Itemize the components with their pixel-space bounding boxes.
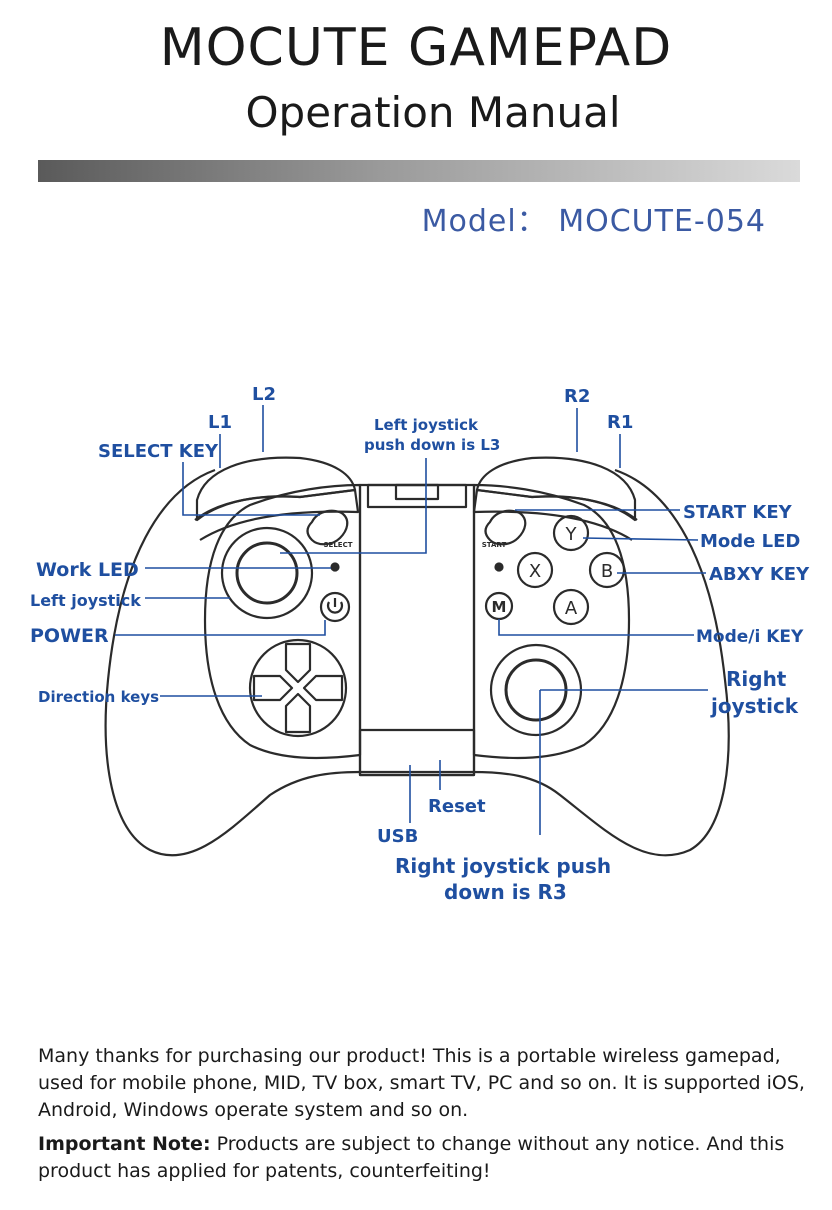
label-l1: L1 (208, 412, 232, 433)
manual-subtitle: Operation Manual (245, 88, 621, 137)
label-r1: R1 (607, 412, 633, 433)
dpad-up (284, 642, 312, 684)
label-mode-led: Mode LED (700, 531, 800, 552)
x-print: X (529, 561, 541, 582)
l1-bumper (194, 488, 360, 541)
m-print: M (492, 598, 507, 616)
label-work-led: Work LED (36, 559, 139, 581)
label-left-joystick: Left joystick (30, 591, 141, 610)
label-right-joystick-line1: Right (726, 667, 787, 691)
note-text: Products are subject to change without a… (38, 1133, 785, 1182)
dpad-right (302, 674, 344, 702)
y-button (552, 514, 590, 552)
label-mode-i-key: Mode/i KEY (696, 627, 804, 647)
model-number: Model： MOCUTE-054 (421, 204, 766, 239)
label-l2: L2 (252, 384, 276, 405)
mode-led-leader (582, 537, 699, 541)
mode-i-leader (498, 619, 694, 636)
label-r3-line2: down is R3 (444, 880, 567, 904)
start-print: START (482, 541, 507, 549)
label-right-joystick-line2: joystick (710, 694, 799, 718)
gamepad-body (104, 468, 730, 857)
important-note: Important Note: Products are subject to … (38, 1131, 818, 1185)
select-print: SELECT (324, 541, 353, 549)
label-reset: Reset (428, 796, 486, 817)
power-icon (326, 598, 344, 614)
left-grip-panel (203, 483, 362, 760)
gamepad-diagram: SELECT START Y X B A M L2 L1 SELECT KEY … (30, 384, 810, 904)
power-button (319, 591, 351, 623)
gradient-divider (38, 160, 800, 182)
label-l3-line2: push down is L3 (364, 436, 500, 454)
clamp-slot (394, 483, 440, 501)
work-led (330, 562, 340, 572)
left-joystick-cap (235, 541, 299, 605)
select-leader (182, 462, 320, 516)
a-button (552, 588, 590, 626)
dpad-down (284, 692, 312, 734)
a-print: A (565, 598, 578, 619)
l3-leader (280, 458, 427, 554)
b-print: B (601, 561, 613, 582)
label-start-key: START KEY (683, 502, 793, 523)
label-abxy-key: ABXY KEY (709, 564, 810, 585)
bottom-tray (358, 728, 476, 777)
intro-paragraph: Many thanks for purchasing our product! … (38, 1045, 805, 1121)
select-button (306, 509, 349, 546)
label-l3-line1: Left joystick (374, 416, 479, 434)
note-label: Important Note: (38, 1133, 211, 1155)
label-direction-keys: Direction keys (38, 688, 159, 706)
label-select-key: SELECT KEY (98, 441, 219, 462)
right-grip-panel (472, 483, 631, 760)
manual-title: MOCUTE GAMEPAD (159, 18, 673, 78)
start-button (484, 509, 527, 546)
b-button (588, 551, 626, 589)
left-joystick-ring (220, 526, 314, 620)
label-power: POWER (30, 625, 109, 647)
label-usb: USB (377, 826, 418, 847)
dpad-base (248, 638, 348, 738)
mode-led (494, 562, 504, 572)
label-r3-line1: Right joystick push (395, 854, 611, 878)
label-r2: R2 (564, 386, 590, 407)
phone-clamp (358, 483, 476, 777)
x-button (516, 551, 554, 589)
power-leader (115, 620, 326, 636)
y-print: Y (565, 524, 578, 545)
clamp-tab (366, 483, 468, 509)
